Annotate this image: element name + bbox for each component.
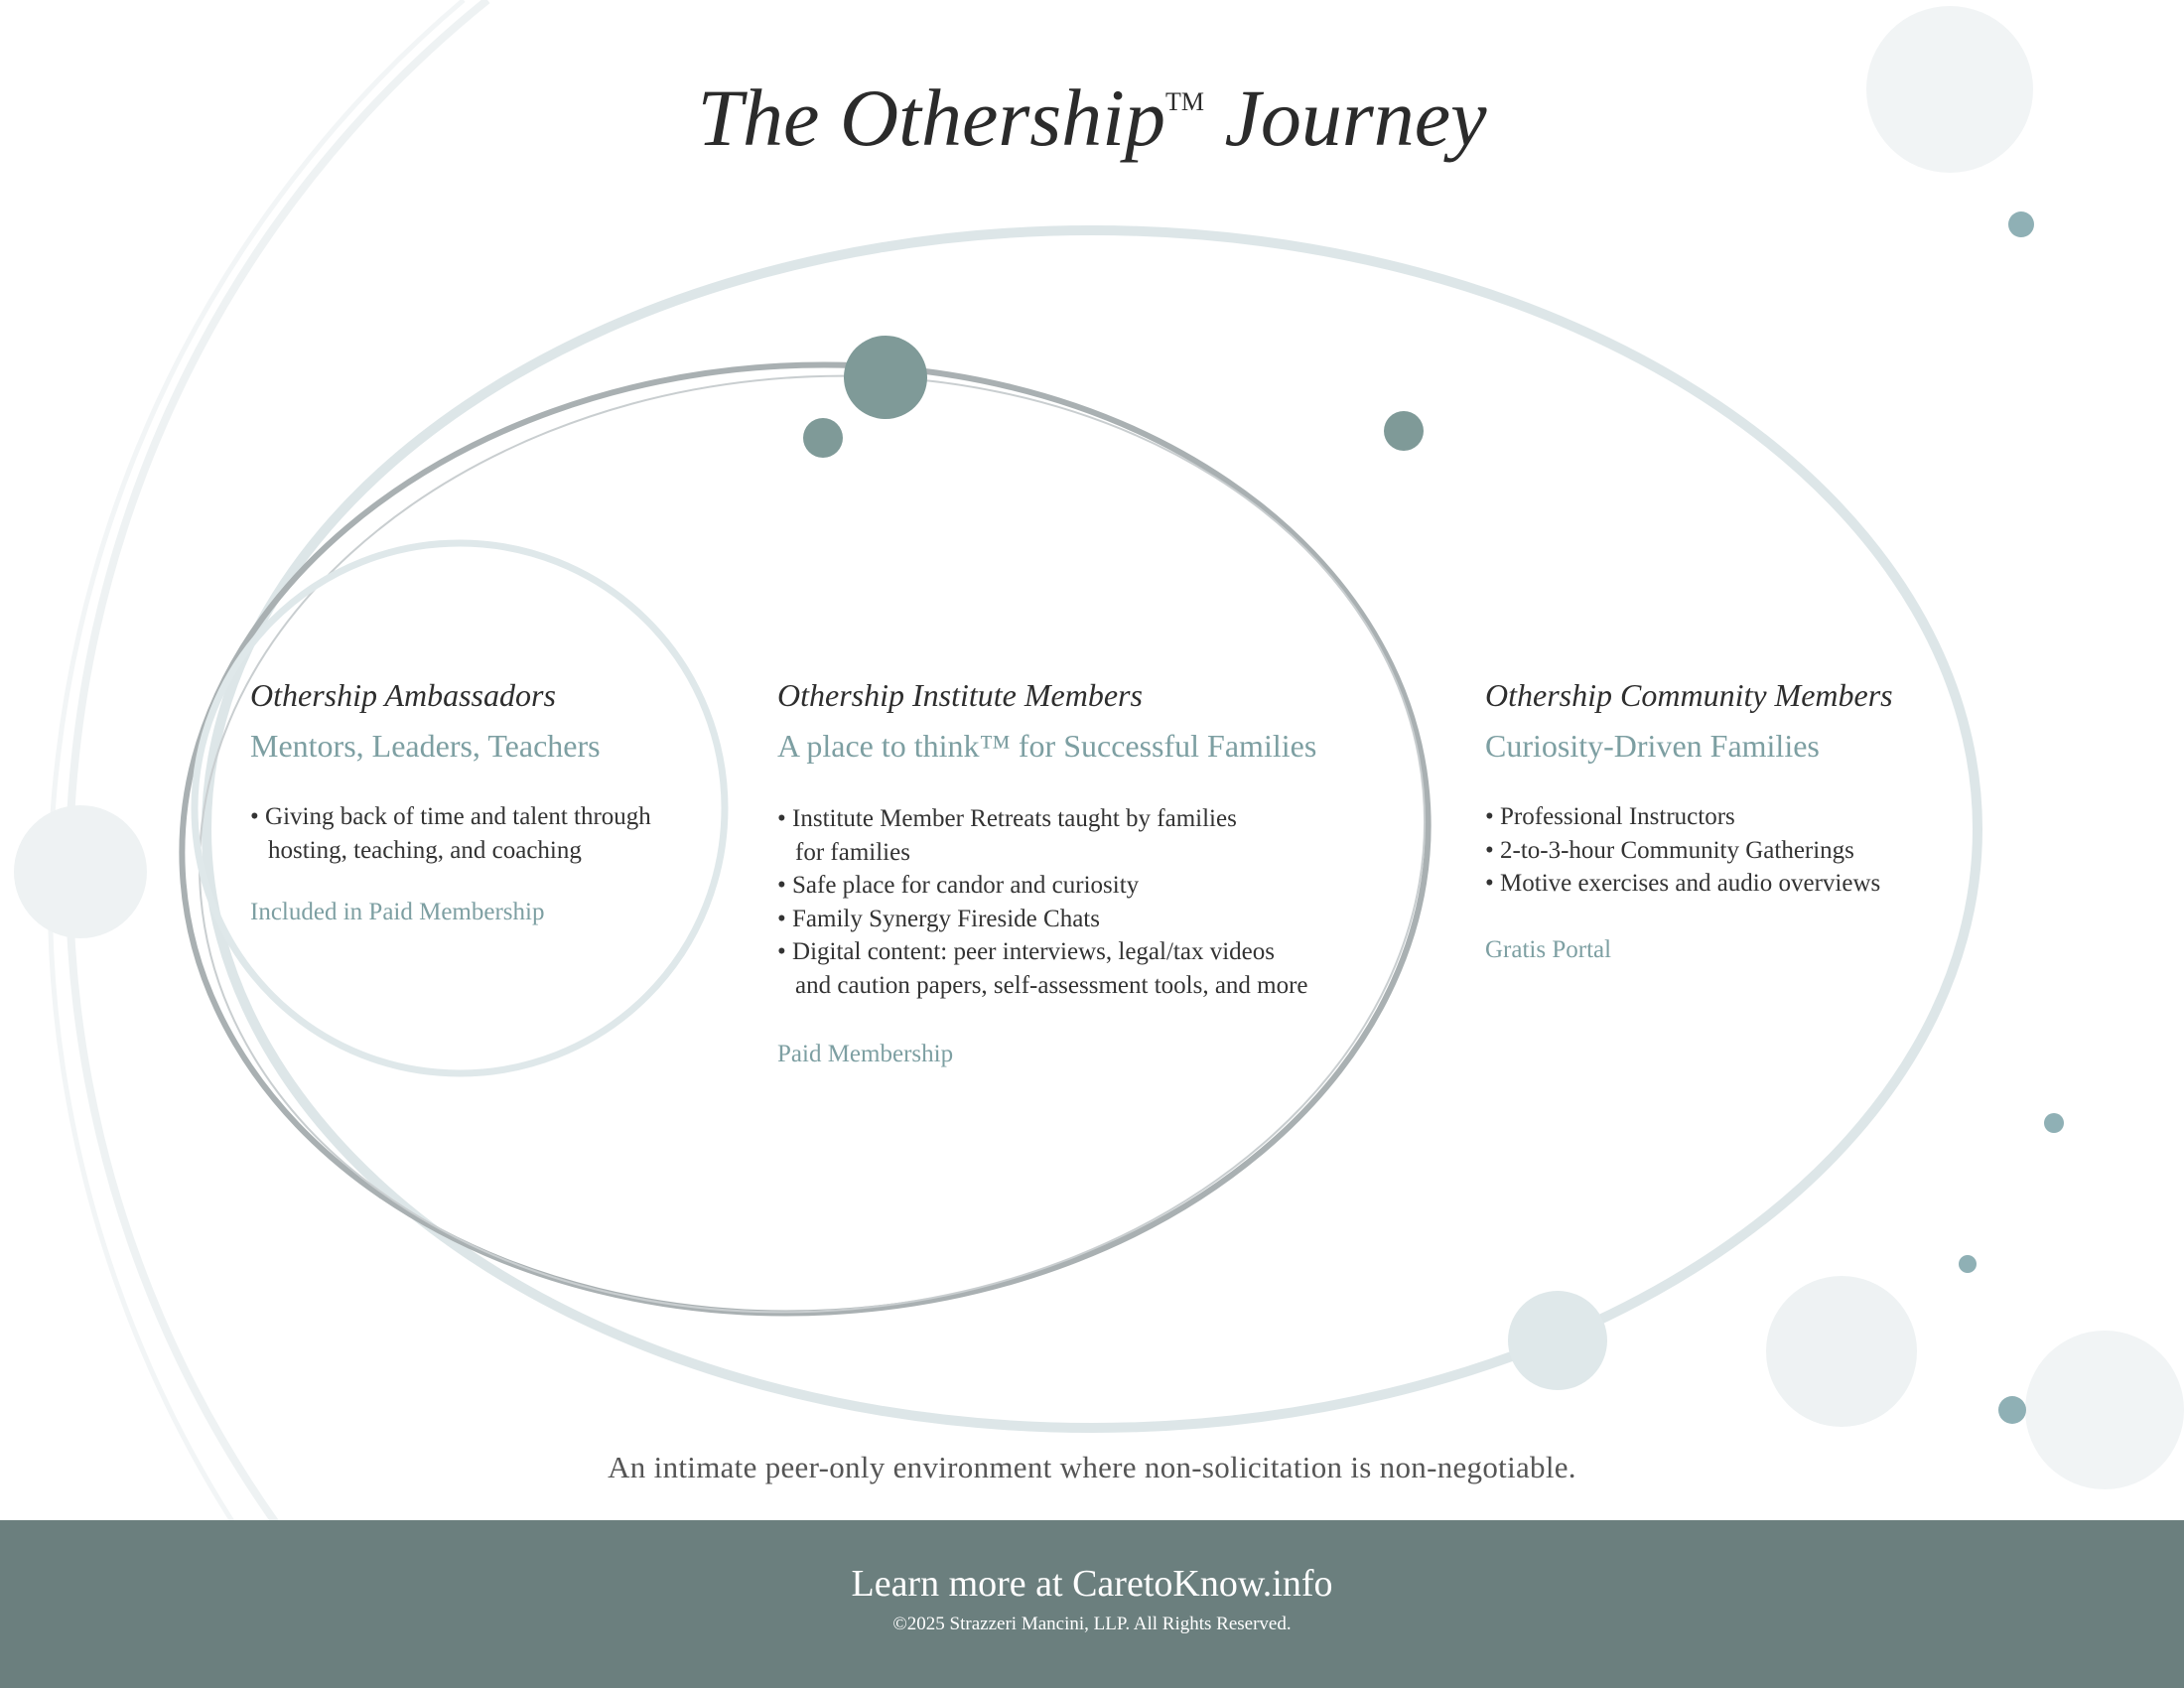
footer-band: Learn more at CaretoKnow.info ©2025 Stra… — [0, 1520, 2184, 1688]
bullet-item: Motive exercises and audio overviews — [1485, 867, 1893, 901]
membership-label: Gratis Portal — [1485, 935, 1612, 963]
dot — [1998, 1396, 2026, 1424]
copyright: ©2025 Strazzeri Mancini, LLP. All Rights… — [892, 1614, 1292, 1634]
deco-circle — [14, 805, 147, 938]
bullet-item: Digital content: peer interviews, legal/… — [777, 935, 1316, 1002]
membership-label: Included in Paid Membership — [250, 899, 545, 926]
bullet-item: 2-to-3-hour Community Gatherings — [1485, 834, 1893, 868]
title-main: The Othership — [697, 72, 1165, 163]
membership-label: Paid Membership — [777, 1040, 954, 1067]
tagline: An intimate peer-only environment where … — [608, 1450, 1576, 1484]
bullet-item: Safe place for candor and curiosity — [777, 869, 1316, 903]
dot — [844, 336, 927, 419]
dot — [803, 418, 843, 458]
community-column: Othership Community Members Curiosity-Dr… — [1485, 677, 1893, 964]
ambassadors-column: Othership Ambassadors Mentors, Leaders, … — [250, 677, 651, 926]
column-heading: Othership Institute Members — [777, 677, 1143, 713]
title-suffix: Journey — [1203, 72, 1487, 163]
bullet-item: Family Synergy Fireside Chats — [777, 903, 1316, 936]
column-heading: Othership Community Members — [1485, 677, 1893, 713]
dot — [1959, 1255, 1977, 1273]
learn-more-link[interactable]: Learn more at CaretoKnow.info — [851, 1563, 1333, 1605]
institute-ellipse-echo — [198, 374, 1427, 1314]
institute-ellipse — [179, 361, 1432, 1317]
trademark: TM — [1164, 87, 1204, 116]
bullet-item: Institute Member Retreats taught by fami… — [777, 802, 1316, 869]
ambassadors-circle — [191, 539, 729, 1077]
deco-circle — [1766, 1276, 1917, 1427]
column-subheading: Curiosity-Driven Families — [1485, 728, 1820, 764]
dot — [2008, 211, 2034, 237]
dot — [2044, 1113, 2064, 1133]
bullet-item: Professional Instructors — [1485, 800, 1893, 834]
deco-circle — [1508, 1291, 1607, 1390]
deco-circle — [1866, 6, 2033, 173]
institute-column: Othership Institute Members A place to t… — [777, 677, 1316, 1068]
column-subheading: Mentors, Leaders, Teachers — [250, 728, 601, 764]
column-subheading: A place to think™ for Successful Familie… — [777, 728, 1317, 764]
column-heading: Othership Ambassadors — [250, 677, 556, 713]
community-ellipse — [202, 225, 1982, 1433]
bullet-item: Giving back of time and talent through h… — [250, 800, 651, 867]
deco-circle — [2025, 1331, 2184, 1489]
dot — [1384, 411, 1424, 451]
page-title: The OthershipTM Journey — [0, 71, 2184, 165]
